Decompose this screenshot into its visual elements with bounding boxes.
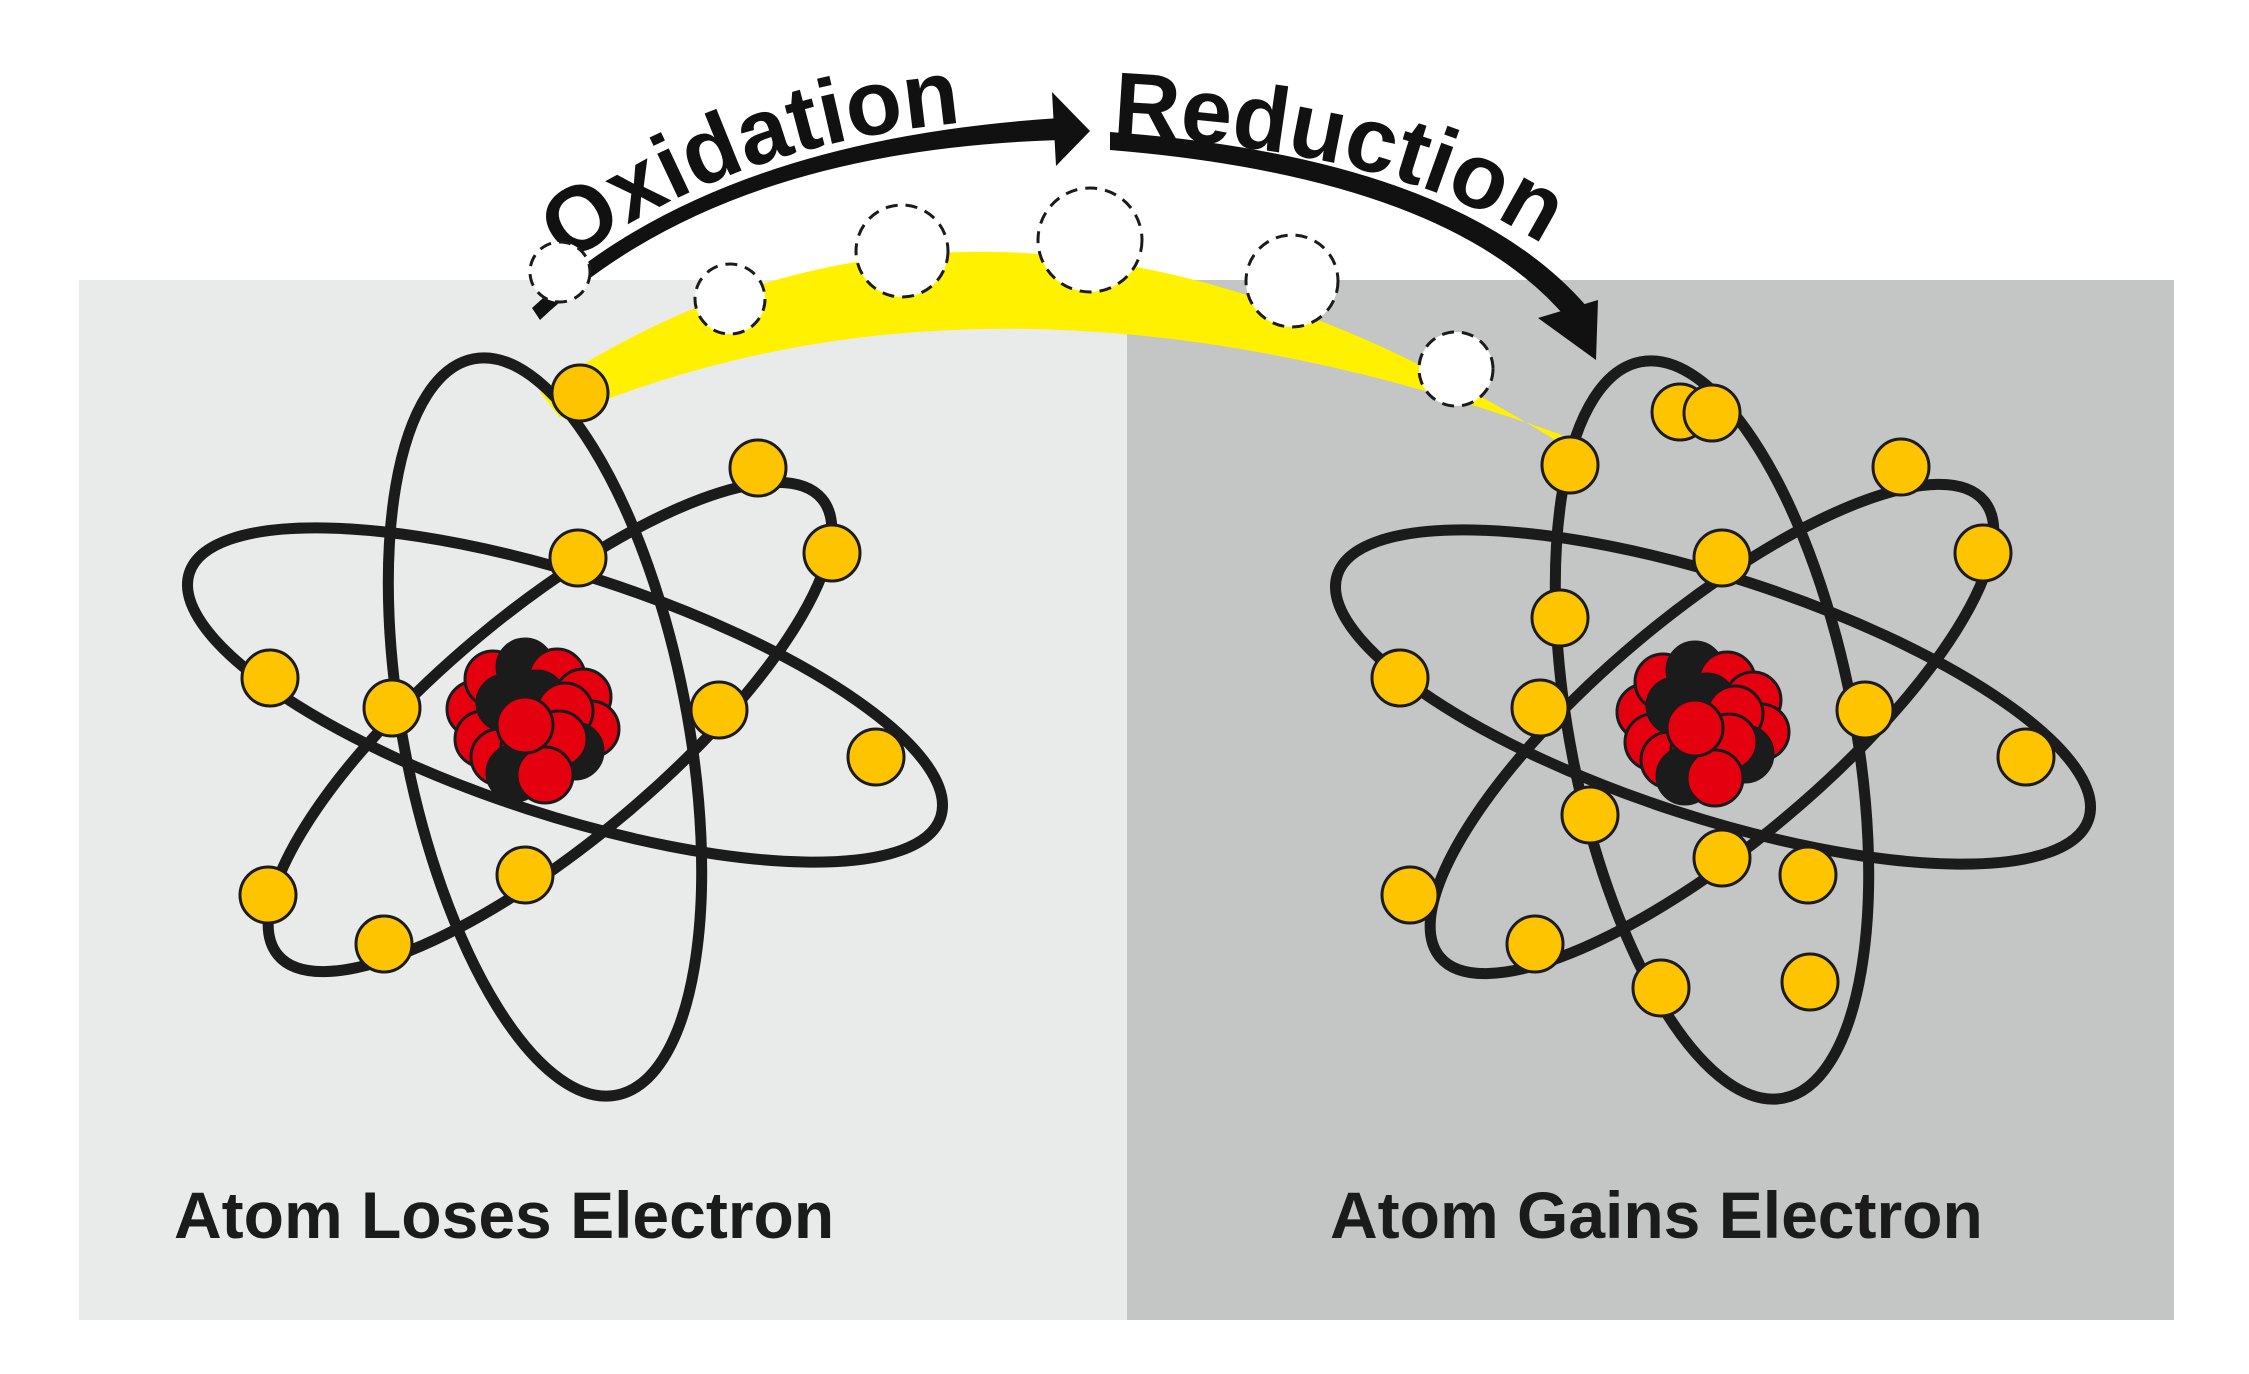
proton [515, 745, 575, 805]
left-nucleus [445, 637, 621, 805]
electron [240, 648, 300, 708]
left-atom [182, 240, 948, 1102]
right-electrons [1370, 382, 2056, 1018]
electron [728, 438, 788, 498]
orbit [1424, 478, 2000, 980]
orbit [262, 476, 838, 978]
electron [550, 363, 610, 423]
electron [1692, 528, 1752, 588]
proton [1665, 698, 1725, 758]
electron [1505, 914, 1565, 974]
electron [1835, 680, 1895, 740]
left-atom-orbits [182, 352, 948, 1102]
electron [1682, 383, 1742, 443]
transferring-electron [693, 262, 767, 336]
oxidation-arrow [532, 118, 1060, 320]
transferring-electron [854, 203, 950, 299]
electron [495, 845, 555, 905]
electron [846, 727, 906, 787]
electron [802, 523, 862, 583]
reduction-label: Reduction [1111, 54, 1584, 262]
electron [1780, 952, 1840, 1012]
orbit [182, 522, 948, 868]
transfer-electrons [693, 186, 1495, 408]
electron [1631, 958, 1691, 1018]
transferring-electron [1417, 330, 1495, 408]
left-panel [79, 280, 1127, 1320]
proton [495, 695, 555, 755]
reduction-arrowhead [1538, 300, 1598, 360]
vacated-electron [528, 240, 592, 304]
transferring-electron [1036, 186, 1144, 294]
electron-transfer-path [540, 251, 1590, 462]
transferring-electron [1244, 233, 1340, 329]
electron [1871, 437, 1931, 497]
electron [1778, 845, 1838, 905]
right-caption: Atom Gains Electron [1330, 1178, 1983, 1252]
electron [1996, 727, 2056, 787]
orbit [382, 352, 708, 1102]
electron [1560, 785, 1620, 845]
right-atom [1330, 355, 2096, 1105]
electron [1540, 435, 1600, 495]
electron [1370, 648, 1430, 708]
proton [1685, 748, 1745, 808]
electron [1953, 523, 2013, 583]
left-electrons [238, 240, 906, 974]
electron [238, 865, 298, 925]
right-atom-orbits [1330, 355, 2096, 1105]
electron [548, 528, 608, 588]
electron [1510, 678, 1570, 738]
reduction-arrow [1110, 132, 1588, 320]
left-caption: Atom Loses Electron [174, 1178, 834, 1252]
electron [354, 914, 414, 974]
electron [1530, 588, 1590, 648]
electron [1692, 828, 1752, 888]
electron [1380, 865, 1440, 925]
right-nucleus [1615, 640, 1791, 808]
oxidation-arrowhead [1052, 92, 1090, 166]
electron [362, 678, 422, 738]
orbit [1330, 524, 2096, 870]
electron [689, 680, 749, 740]
